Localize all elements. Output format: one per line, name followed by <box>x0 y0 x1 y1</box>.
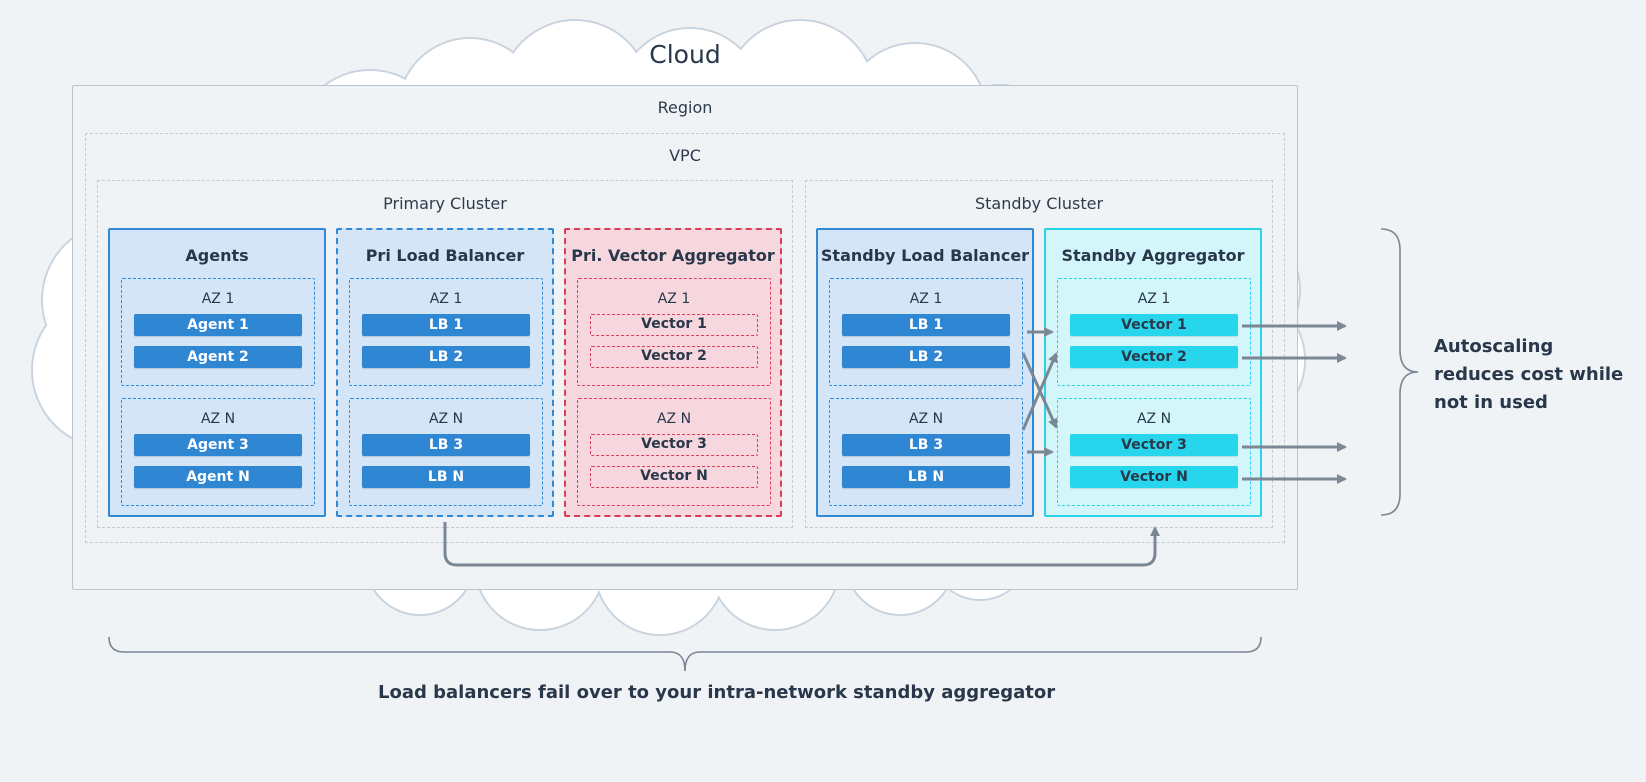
standby-lb-azn: AZ N LB 3 LB N <box>829 398 1023 506</box>
autoscaling-line: reduces cost while <box>1434 364 1624 385</box>
vector-node: Vector 2 <box>590 346 758 368</box>
standby-agg-azn: AZ N Vector 3 Vector N <box>1057 398 1251 506</box>
standby-aggregator-column: Standby Aggregator AZ 1 Vector 1 Vector … <box>1044 228 1262 517</box>
vector-node: Vector 2 <box>1070 346 1238 368</box>
agents-azn: AZ N Agent 3 Agent N <box>121 398 315 506</box>
pri-lb-az1: AZ 1 LB 1 LB 2 <box>349 278 543 386</box>
lb-node: LB 3 <box>842 434 1010 456</box>
standby-lb-az1: AZ 1 LB 1 LB 2 <box>829 278 1023 386</box>
failover-caption: Load balancers fail over to your intra-n… <box>378 682 1056 703</box>
pri-vector-az1: AZ 1 Vector 1 Vector 2 <box>577 278 771 386</box>
agents-title: Agents <box>185 246 249 265</box>
az-label: AZ N <box>908 411 944 427</box>
pri-vector-aggregator-column: Pri. Vector Aggregator AZ 1 Vector 1 Vec… <box>564 228 782 517</box>
az-label: AZ N <box>200 411 236 427</box>
lb-node: LB 1 <box>362 314 530 336</box>
az-label: AZ 1 <box>429 291 463 307</box>
primary-cluster-label: Primary Cluster <box>383 194 507 213</box>
agents-column: Agents AZ 1 Agent 1 Agent 2 AZ N Agent 3… <box>108 228 326 517</box>
agent-node: Agent 2 <box>134 346 302 368</box>
agent-node: Agent 3 <box>134 434 302 456</box>
agents-az1: AZ 1 Agent 1 Agent 2 <box>121 278 315 386</box>
standby-load-balancer-column: Standby Load Balancer AZ 1 LB 1 LB 2 AZ … <box>816 228 1034 517</box>
standby-agg-az1: AZ 1 Vector 1 Vector 2 <box>1057 278 1251 386</box>
agent-node: Agent 1 <box>134 314 302 336</box>
lb-node: LB N <box>362 466 530 488</box>
standby-aggregator-title: Standby Aggregator <box>1061 246 1245 265</box>
region-label: Region <box>657 98 713 117</box>
vector-node: Vector 1 <box>1070 314 1238 336</box>
az-label: AZ 1 <box>909 291 943 307</box>
az-label: AZ N <box>428 411 464 427</box>
lb-node: LB 2 <box>362 346 530 368</box>
lb-node: LB 2 <box>842 346 1010 368</box>
az-label: AZ N <box>1136 411 1172 427</box>
az-label: AZ 1 <box>657 291 691 307</box>
cloud-label: Cloud <box>649 40 721 69</box>
pri-load-balancer-title: Pri Load Balancer <box>365 246 525 265</box>
pri-vector-aggregator-title: Pri. Vector Aggregator <box>571 246 775 265</box>
vector-node: Vector N <box>1070 466 1238 488</box>
pri-load-balancer-column: Pri Load Balancer AZ 1 LB 1 LB 2 AZ N LB… <box>336 228 554 517</box>
az-label: AZ N <box>656 411 692 427</box>
az-label: AZ 1 <box>1137 291 1171 307</box>
autoscaling-note: Autoscaling reduces cost while not in us… <box>1434 333 1634 417</box>
autoscaling-line: Autoscaling <box>1434 336 1554 357</box>
vector-node: Vector 3 <box>590 434 758 456</box>
pri-vector-azn: AZ N Vector 3 Vector N <box>577 398 771 506</box>
vector-node: Vector 1 <box>590 314 758 336</box>
lb-node: LB 1 <box>842 314 1010 336</box>
pri-lb-azn: AZ N LB 3 LB N <box>349 398 543 506</box>
lb-node: LB N <box>842 466 1010 488</box>
standby-cluster-label: Standby Cluster <box>974 194 1104 213</box>
vpc-label: VPC <box>669 146 701 165</box>
vector-node: Vector N <box>590 466 758 488</box>
vector-node: Vector 3 <box>1070 434 1238 456</box>
lb-node: LB 3 <box>362 434 530 456</box>
az-label: AZ 1 <box>201 291 235 307</box>
standby-load-balancer-title: Standby Load Balancer <box>820 246 1030 265</box>
agent-node: Agent N <box>134 466 302 488</box>
autoscaling-line: not in used <box>1434 392 1548 413</box>
